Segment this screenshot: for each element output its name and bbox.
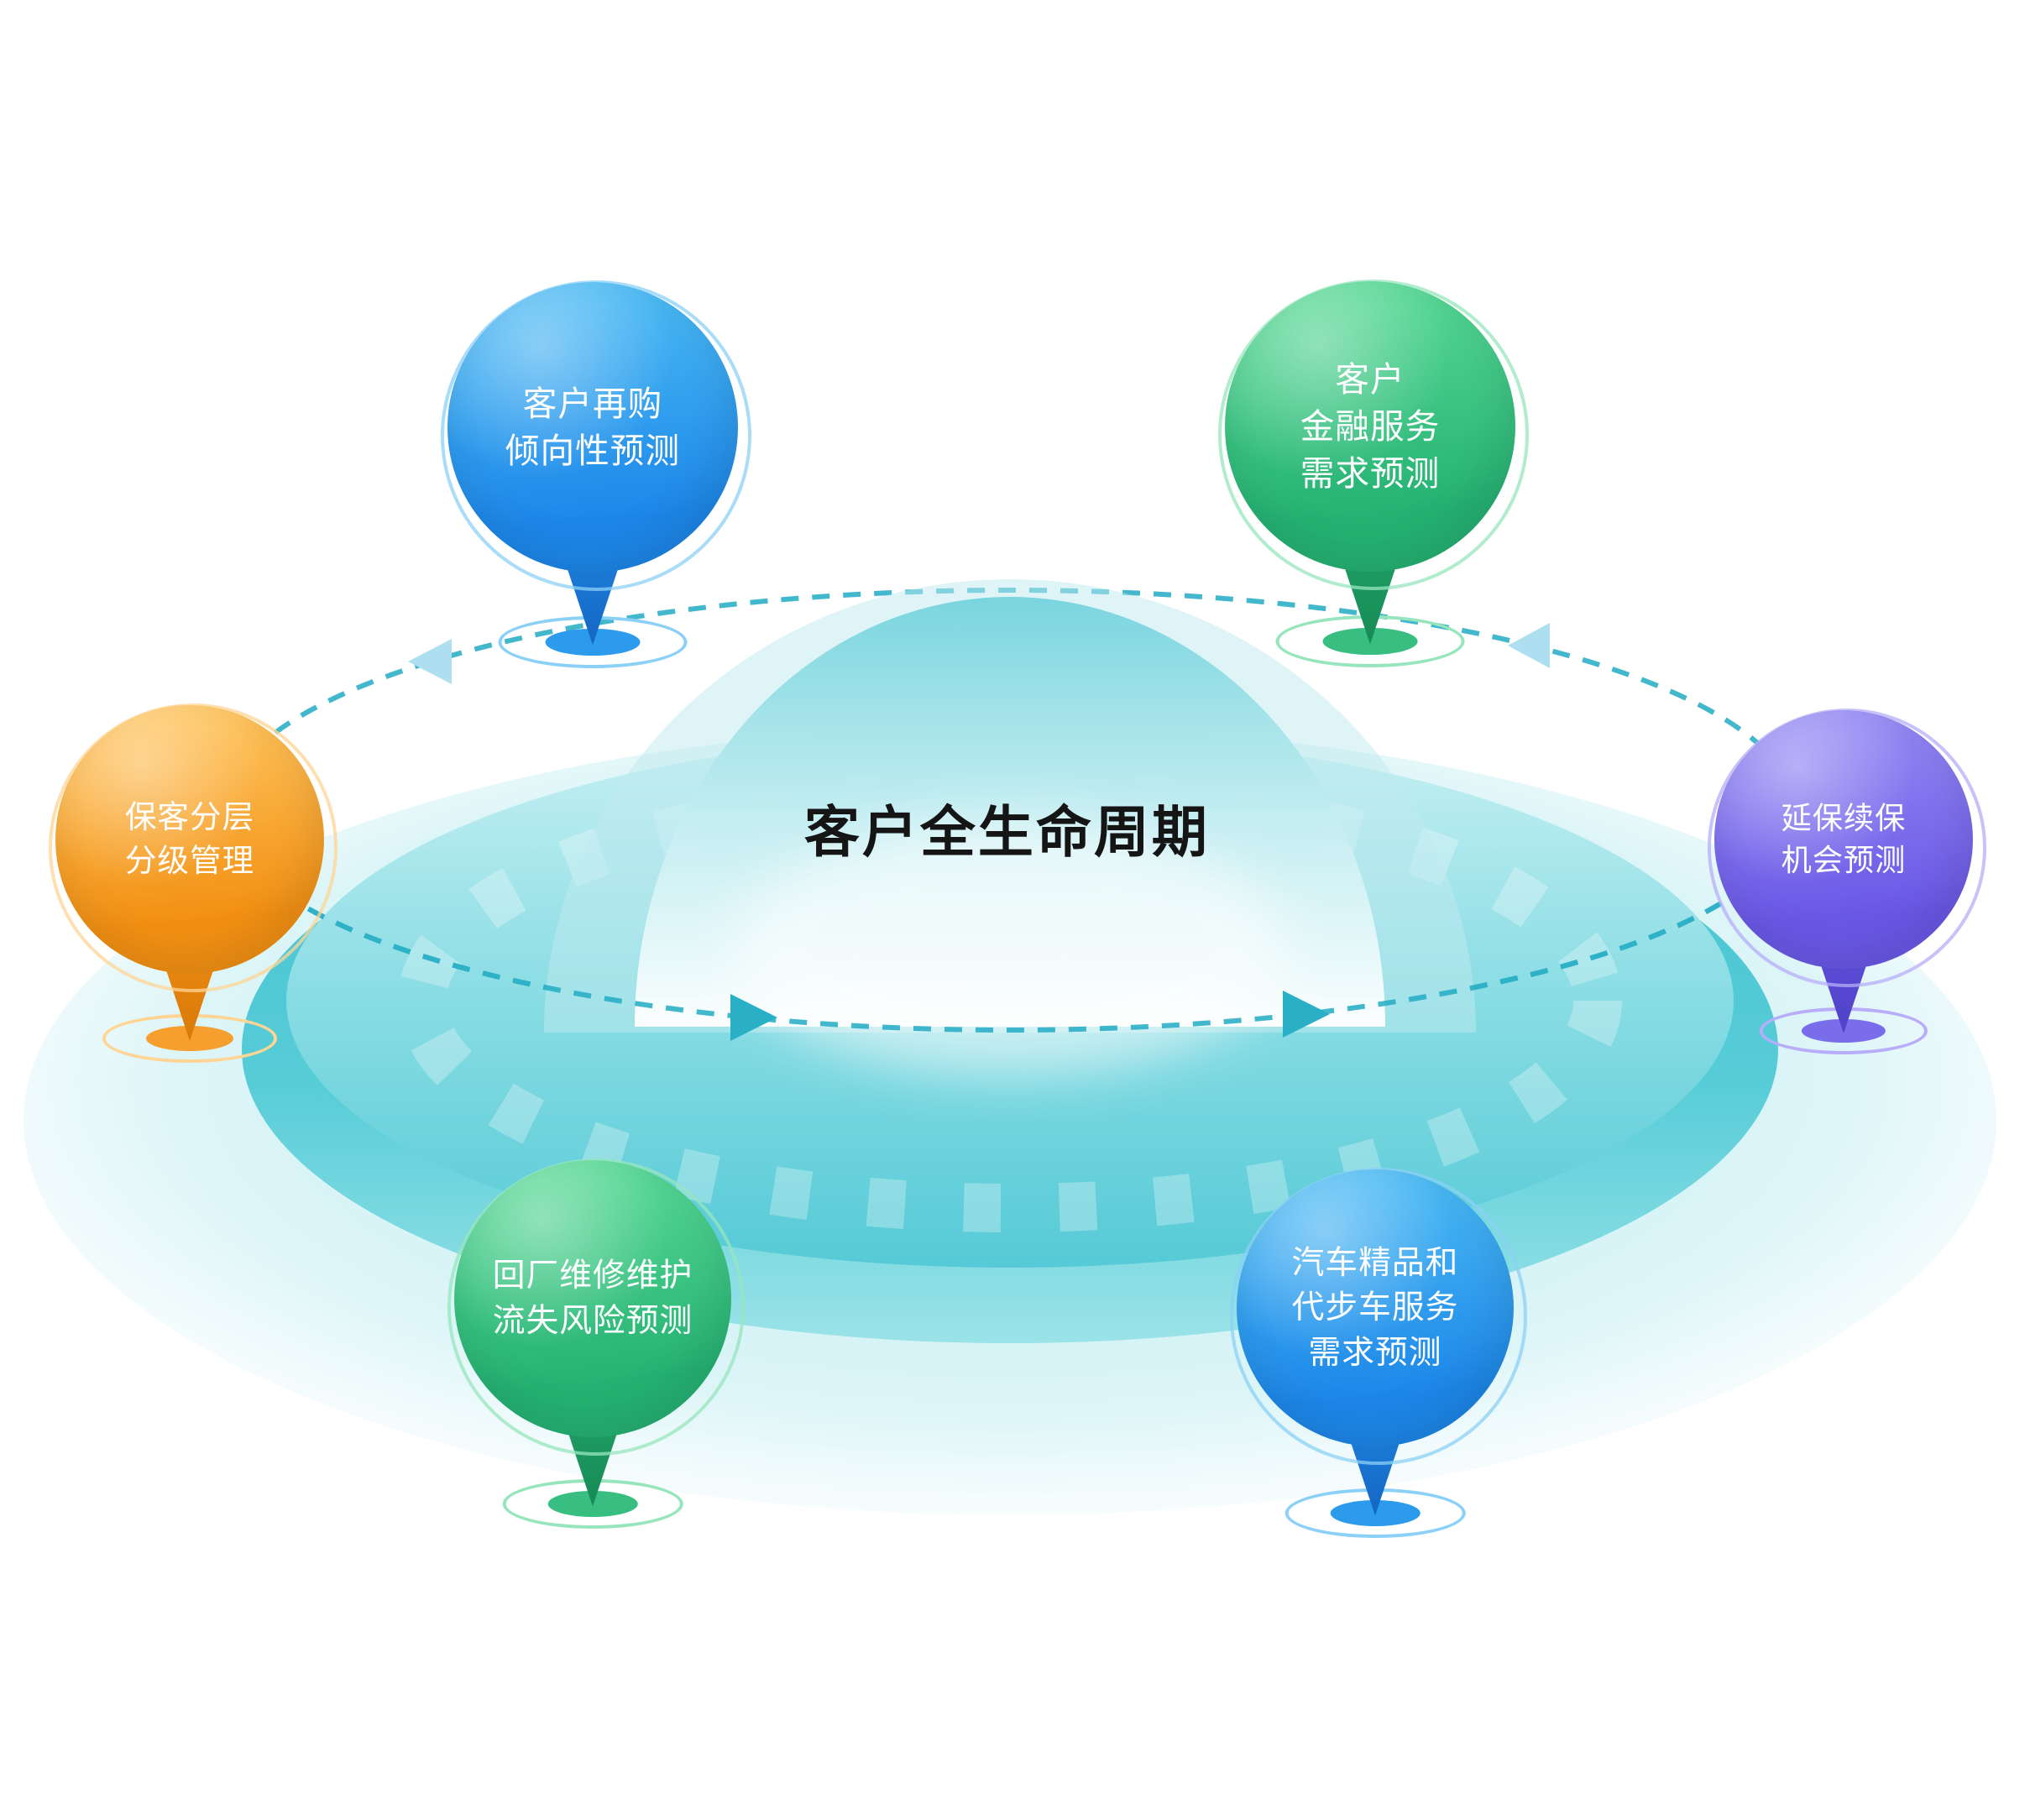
node-repair-churn-risk: 回厂维修维护 流失风险预测 xyxy=(447,1158,745,1529)
balloon-label: 延保续保 机会预测 xyxy=(1781,798,1907,881)
orbit-arrow-right-icon xyxy=(730,994,777,1041)
label-line: 金融服务 xyxy=(1300,406,1441,446)
label-line: 分级管理 xyxy=(124,843,255,878)
label-line: 客户 xyxy=(1335,359,1405,399)
label-line: 需求预测 xyxy=(1300,454,1441,494)
balloon-sphere: 客户 金融服务 需求预测 xyxy=(1225,281,1515,572)
node-customer-tiering: 保客分层 分级管理 xyxy=(49,703,337,1063)
label-line: 倾向性预测 xyxy=(505,431,681,470)
balloon-label: 汽车精品和 代步车服务 需求预测 xyxy=(1292,1241,1459,1376)
balloon-label: 回厂维修维护 流失风险预测 xyxy=(493,1253,693,1343)
label-line: 机会预测 xyxy=(1781,843,1907,877)
diagram-title: 客户全生命周期 xyxy=(803,801,1210,863)
node-customer-repurchase: 客户再购 倾向性预测 xyxy=(441,280,751,669)
label-line: 延保续保 xyxy=(1781,801,1907,836)
label-line: 回厂维修维护 xyxy=(492,1258,693,1294)
dome-inner-glow xyxy=(733,823,1287,1075)
node-accessories-service: 汽车精品和 代步车服务 需求预测 xyxy=(1230,1168,1527,1538)
platform-tick-ring xyxy=(398,769,1622,1232)
label-line: 流失风险预测 xyxy=(492,1303,693,1339)
balloon-sphere: 保客分层 分级管理 xyxy=(55,705,324,974)
node-warranty-renewal: 延保续保 机会预测 xyxy=(1708,709,1986,1054)
balloon-label: 保客分层 分级管理 xyxy=(125,796,254,883)
orbit-arrow-left-icon xyxy=(1508,623,1550,668)
balloon-sphere: 延保续保 机会预测 xyxy=(1714,710,1973,969)
orbit-arrow-right-icon xyxy=(1283,991,1330,1038)
label-line: 客户再购 xyxy=(522,384,663,423)
node-financial-service: 客户 金融服务 需求预测 xyxy=(1218,280,1529,668)
balloon-sphere: 回厂维修维护 流失风险预测 xyxy=(454,1160,731,1437)
balloon-sphere: 汽车精品和 代步车服务 需求预测 xyxy=(1237,1169,1514,1446)
orbit-arrow-left-icon xyxy=(408,639,452,684)
label-line: 汽车精品和 xyxy=(1291,1244,1459,1281)
lifecycle-orbit-ring-front xyxy=(222,812,1797,1033)
label-line: 保客分层 xyxy=(124,799,255,835)
balloon-label: 客户 金融服务 需求预测 xyxy=(1300,356,1441,497)
balloon-label: 客户再购 倾向性预测 xyxy=(505,380,680,474)
label-line: 需求预测 xyxy=(1308,1334,1442,1371)
label-line: 代步车服务 xyxy=(1291,1289,1459,1326)
balloon-sphere: 客户再购 倾向性预测 xyxy=(447,282,738,573)
